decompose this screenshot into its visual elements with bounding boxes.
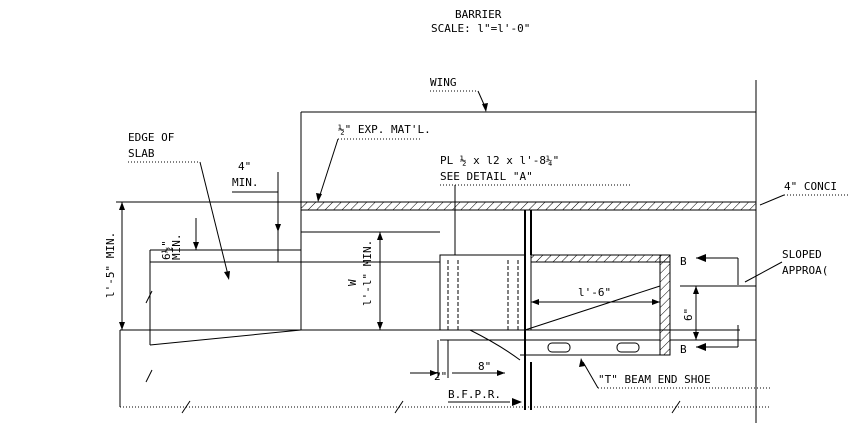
section-b-lower: B — [680, 343, 687, 356]
drawing-scale: SCALE: l"=l'-0" — [431, 22, 530, 35]
dim-6-half: 6½" — [160, 240, 173, 260]
bfpr-label: B.F.P.R. — [448, 388, 501, 401]
dim-2: 2" — [434, 370, 447, 383]
plate-label: PL ½ x l2 x l'-8¼" — [440, 154, 559, 167]
edge-of-slab-label-1: EDGE OF — [128, 131, 174, 144]
t-beam-end-shoe — [440, 210, 756, 410]
deck-slab — [120, 231, 740, 346]
wing-label: WING — [430, 76, 457, 89]
dim-6-half-min: MIN. — [170, 234, 183, 261]
dim-4in: 4" — [238, 160, 251, 173]
dim-1-1-min: l'-l" MIN. — [361, 240, 374, 306]
approach-label: APPROA( — [782, 264, 828, 277]
dim-8: 8" — [478, 360, 491, 373]
dim-4in-min: MIN. — [232, 176, 259, 189]
t-beam-label: "T" BEAM END SHOE — [598, 373, 711, 386]
edge-of-slab-label-2: SLAB — [128, 147, 155, 160]
exp-mat-label: ½" EXP. MAT'L. — [338, 123, 431, 136]
drawing-title: BARRIER — [455, 8, 502, 21]
conc-label: 4" CONCI — [784, 180, 837, 193]
dim-w: W — [346, 279, 359, 286]
dim-1-6: l'-6" — [578, 286, 611, 299]
wing-wall — [300, 80, 757, 423]
section-b-upper: B — [680, 255, 687, 268]
plate-detail — [439, 254, 526, 331]
sloped-label: SLOPED — [782, 248, 822, 261]
plate-detail-label: SEE DETAIL "A" — [440, 170, 533, 183]
dim-6: 6" — [682, 308, 695, 321]
dim-1-5-min: l'-5" MIN. — [104, 232, 117, 298]
